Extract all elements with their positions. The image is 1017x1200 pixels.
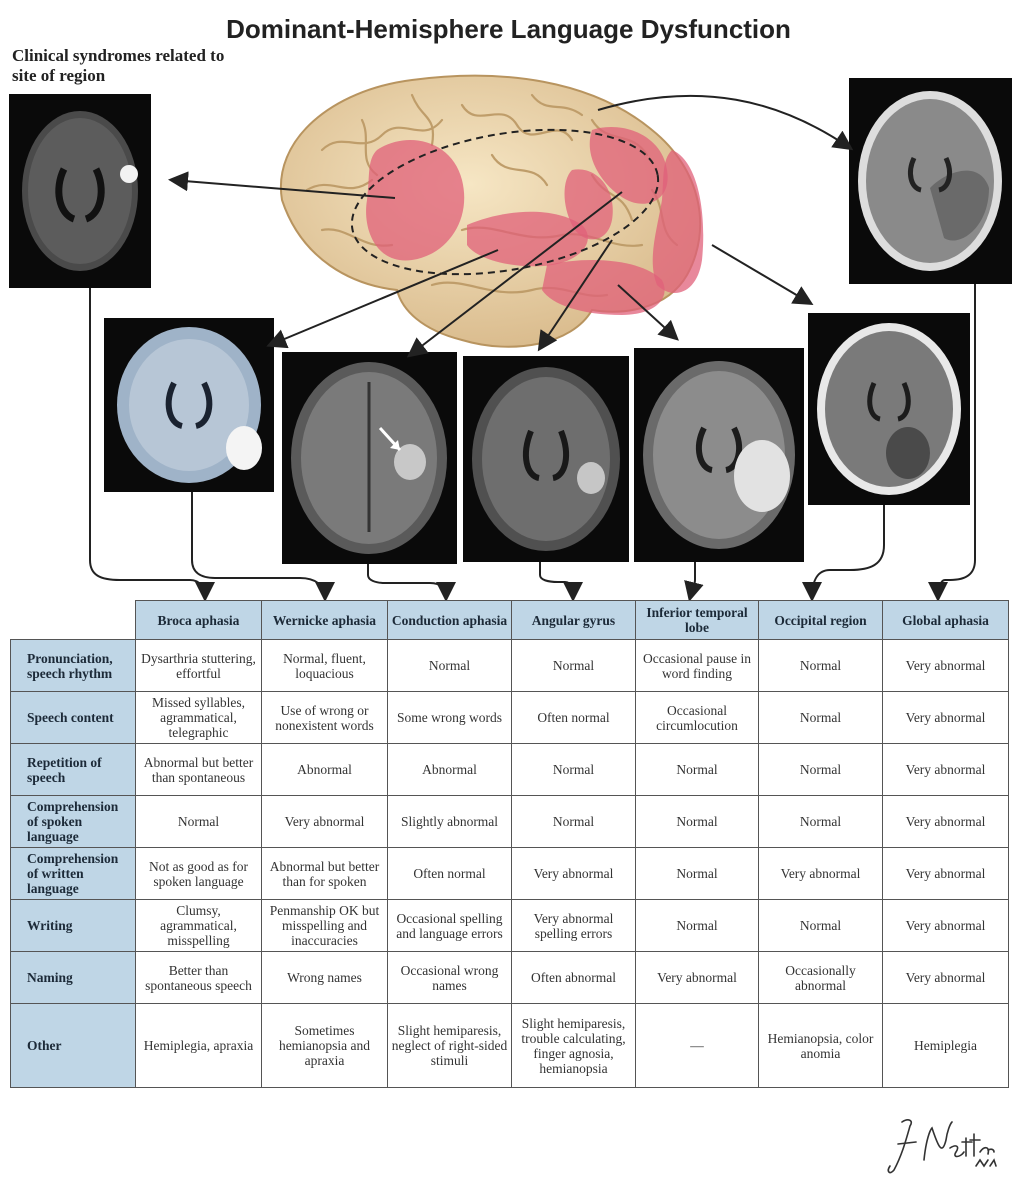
netter-signature <box>887 1119 997 1174</box>
table-row: Speech content Missed syllables, agramma… <box>10 691 1009 744</box>
column-header: Wernicke aphasia <box>261 600 388 640</box>
table-cell: Sometimes hemianopsia and apraxia <box>261 1003 388 1088</box>
row-header: Repetition of speech <box>10 743 136 796</box>
table-cell: Slightly abnormal <box>387 795 512 848</box>
table-cell: Very abnormal <box>511 847 636 900</box>
table-cell: Normal <box>135 795 262 848</box>
table-cell: Hemianopsia, color anomia <box>758 1003 883 1088</box>
table-cell: Normal <box>758 899 883 952</box>
occipital-ct-scan <box>808 313 970 505</box>
row-header: Other <box>10 1003 136 1088</box>
table-cell: Normal <box>635 899 759 952</box>
subtitle: Clinical syndromes related to site of re… <box>12 46 225 85</box>
table-cell: Dysarthria stuttering, effortful <box>135 639 262 692</box>
table-cell: Often normal <box>511 691 636 744</box>
table-cell: Normal <box>511 639 636 692</box>
row-header: Comprehension of written language <box>10 847 136 900</box>
table-cell: Penmanship OK but misspelling and inaccu… <box>261 899 388 952</box>
table-row: Other Hemiplegia, apraxia Sometimes hemi… <box>10 1003 1009 1088</box>
table-cell: Very abnormal <box>261 795 388 848</box>
table-header-row: Broca aphasia Wernicke aphasia Conductio… <box>10 600 1009 640</box>
table-row: Naming Better than spontaneous speech Wr… <box>10 951 1009 1004</box>
broca-mri-scan <box>9 94 151 288</box>
table-cell: Wrong names <box>261 951 388 1004</box>
wernicke-dwi-scan <box>104 318 274 492</box>
table-cell: Normal <box>758 743 883 796</box>
table-cell: Normal <box>635 847 759 900</box>
table-cell: Very abnormal <box>882 639 1009 692</box>
table-row: Comprehension of spoken language Normal … <box>10 795 1009 848</box>
table-cell: — <box>635 1003 759 1088</box>
table-cell: Very abnormal spelling errors <box>511 899 636 952</box>
table-cell: Normal <box>758 639 883 692</box>
table-cell: Clumsy, agrammatical, misspelling <box>135 899 262 952</box>
table-cell: Often abnormal <box>511 951 636 1004</box>
row-header: Pronunciation, speech rhythm <box>10 639 136 692</box>
table-cell: Very abnormal <box>882 899 1009 952</box>
table-cell: Normal <box>511 795 636 848</box>
table-cell: Use of wrong or nonexistent words <box>261 691 388 744</box>
table-cell: Normal <box>758 691 883 744</box>
row-header: Speech content <box>10 691 136 744</box>
brain-illustration <box>279 74 704 348</box>
table-cell: Occasional circumlocution <box>635 691 759 744</box>
table-cell: Missed syllables, agrammatical, telegrap… <box>135 691 262 744</box>
row-header: Comprehension of spoken language <box>10 795 136 848</box>
table-cell: Occasional wrong names <box>387 951 512 1004</box>
table-cell: Very abnormal <box>882 795 1009 848</box>
table-cell: Very abnormal <box>882 951 1009 1004</box>
angular-gyrus-flair-scan <box>463 356 629 562</box>
row-header: Writing <box>10 899 136 952</box>
table-cell: Abnormal <box>261 743 388 796</box>
table-cell: Often normal <box>387 847 512 900</box>
table-cell: Some wrong words <box>387 691 512 744</box>
column-header: Broca aphasia <box>135 600 262 640</box>
inferior-temporal-flair-scan <box>634 348 804 562</box>
table-cell: Normal <box>387 639 512 692</box>
table-cell: Very abnormal <box>758 847 883 900</box>
table-cell: Not as good as for spoken language <box>135 847 262 900</box>
comparison-table: Broca aphasia Wernicke aphasia Conductio… <box>10 600 1009 1088</box>
table-cell: Occasional pause in word finding <box>635 639 759 692</box>
table-cell: Hemiplegia <box>882 1003 1009 1088</box>
table-cell: Abnormal but better than spontaneous <box>135 743 262 796</box>
table-cell: Hemiplegia, apraxia <box>135 1003 262 1088</box>
table-cell: Very abnormal <box>882 847 1009 900</box>
column-header: Inferior temporal lobe <box>635 600 759 640</box>
table-cell: Normal <box>758 795 883 848</box>
page-title: Dominant-Hemisphere Language Dysfunction <box>226 14 791 44</box>
row-header: Naming <box>10 951 136 1004</box>
table-cell: Slight hemiparesis, trouble calculating,… <box>511 1003 636 1088</box>
column-header: Conduction aphasia <box>387 600 512 640</box>
table-cell: Occasionally abnormal <box>758 951 883 1004</box>
table-cell: Normal <box>635 743 759 796</box>
column-header: Occipital region <box>758 600 883 640</box>
table-cell: Very abnormal <box>882 743 1009 796</box>
table-row: Writing Clumsy, agrammatical, misspellin… <box>10 899 1009 952</box>
table-cell: Normal, fluent, loquacious <box>261 639 388 692</box>
table-cell: Normal <box>511 743 636 796</box>
table-row: Repetition of speech Abnormal but better… <box>10 743 1009 796</box>
conduction-flair-scan <box>282 352 457 564</box>
table-cell: Better than spontaneous speech <box>135 951 262 1004</box>
table-cell: Very abnormal <box>635 951 759 1004</box>
table-row: Comprehension of written language Not as… <box>10 847 1009 900</box>
table-cell: Normal <box>635 795 759 848</box>
table-cell: Occasional spelling and language errors <box>387 899 512 952</box>
table-corner <box>10 600 136 640</box>
table-cell: Very abnormal <box>882 691 1009 744</box>
table-cell: Slight hemiparesis, neglect of right-sid… <box>387 1003 512 1088</box>
table-cell: Abnormal <box>387 743 512 796</box>
table-row: Pronunciation, speech rhythm Dysarthria … <box>10 639 1009 692</box>
table-cell: Abnormal but better than for spoken <box>261 847 388 900</box>
global-aphasia-ct-scan <box>849 78 1012 284</box>
column-header: Global aphasia <box>882 600 1009 640</box>
column-header: Angular gyrus <box>511 600 636 640</box>
